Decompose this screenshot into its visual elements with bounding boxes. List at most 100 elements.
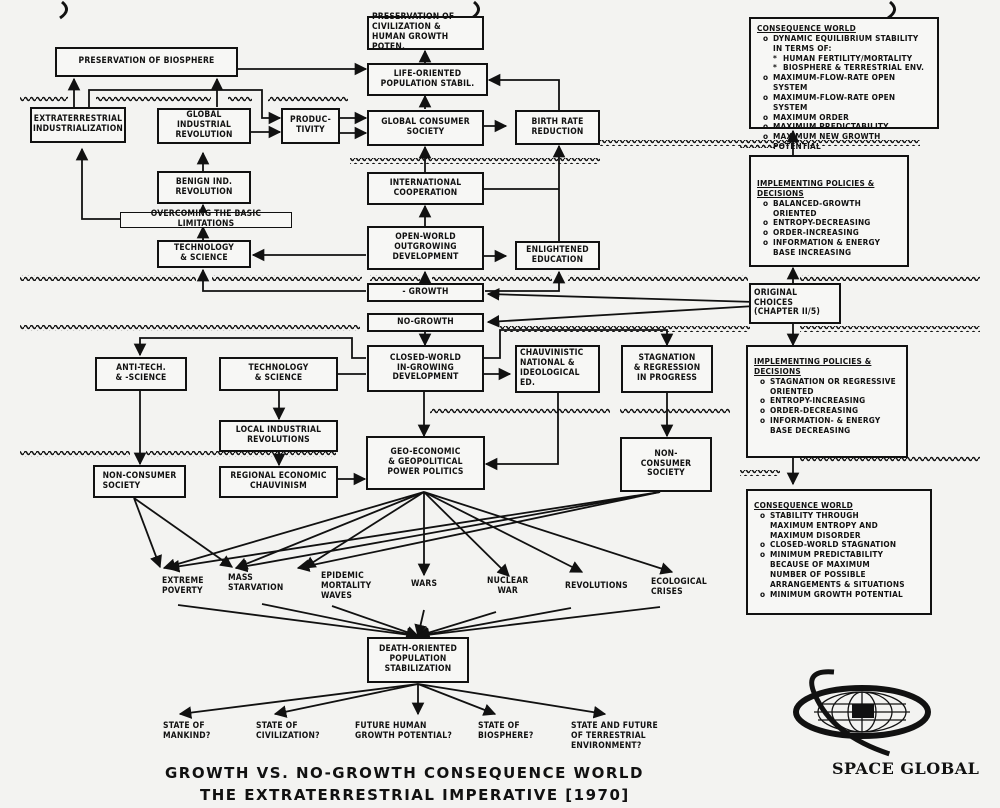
box-label: REGIONAL ECONOMIC CHAUVINISM bbox=[230, 471, 327, 491]
outcome-wars: WARS bbox=[411, 579, 438, 589]
box-life-oriented-population: LIFE-ORIENTED POPULATION STABIL. bbox=[367, 63, 488, 96]
box-birth-rate-reduction: BIRTH RATE REDUCTION bbox=[515, 110, 600, 145]
box-growth: - GROWTH bbox=[367, 283, 484, 302]
panel-list-item: ORDER-INCREASING bbox=[763, 227, 901, 238]
box-international-cooperation: INTERNATIONAL COOPERATION bbox=[367, 172, 484, 205]
box-local-industrial-revolutions: LOCAL INDUSTRIAL REVOLUTIONS bbox=[219, 420, 338, 452]
box-geo-economic-power-politics: GEO-ECONOMIC & GEOPOLITICAL POWER POLITI… bbox=[366, 436, 485, 490]
box-label: CLOSED-WORLD IN-GROWING DEVELOPMENT bbox=[389, 352, 462, 383]
panel-list-item: HUMAN FERTILITY/MORTALITY bbox=[763, 53, 931, 64]
connector-arrow bbox=[417, 683, 607, 719]
connector-arrow bbox=[416, 606, 661, 641]
box-label: GLOBAL CONSUMER SOCIETY bbox=[381, 117, 470, 137]
panel-title: IMPLEMENTING POLICIES & DECISIONS bbox=[757, 178, 875, 198]
box-label: ANTI-TECH. & -SCIENCE bbox=[115, 363, 167, 383]
box-label: OPEN-WORLD OUTGROWING DEVELOPMENT bbox=[392, 232, 459, 262]
panel-list-item: DYNAMIC EQUILIBRIUM STABILITY IN TERMS O… bbox=[763, 33, 931, 54]
outcome-epidemic-mortality: EPIDEMIC MORTALITY WAVES bbox=[321, 571, 372, 601]
panel-policies-growth: IMPLEMENTING POLICIES & DECISIONS BALANC… bbox=[749, 155, 909, 267]
question-future-human-growth: FUTURE HUMAN GROWTH POTENTIAL? bbox=[355, 721, 453, 741]
box-label: STAGNATION & REGRESSION IN PROGRESS bbox=[633, 353, 701, 383]
panel-list-item: INFORMATION- & ENERGY BASE DECREASING bbox=[760, 415, 900, 436]
box-non-consumer-society-right: NON- CONSUMER SOCIETY bbox=[620, 437, 712, 492]
connector-arrow bbox=[331, 605, 420, 639]
panel-list-item: MINIMUM PREDICTABILITY BECAUSE OF MAXIMU… bbox=[760, 549, 924, 589]
panel-list-item: STAGNATION OR REGRESSIVE ORIENTED bbox=[760, 376, 900, 397]
box-label: LIFE-ORIENTED POPULATION STABIL. bbox=[380, 68, 475, 89]
box-label: GEO-ECONOMIC & GEOPOLITICAL POWER POLITI… bbox=[387, 447, 464, 477]
connector-arrow bbox=[423, 491, 584, 573]
connector-arrow bbox=[261, 603, 420, 640]
connector-arrow bbox=[234, 491, 425, 570]
connector-arrow bbox=[162, 491, 425, 571]
panel-list-item: INFORMATION & ENERGY BASE INCREASING bbox=[763, 237, 901, 258]
panel-list: STABILITY THROUGH MAXIMUM ENTROPY AND MA… bbox=[754, 510, 924, 600]
connector-arrow bbox=[423, 491, 510, 577]
box-non-consumer-society-left: NON-CONSUMER SOCIETY bbox=[93, 465, 186, 498]
panel-list-item: MAXIMUM PREDICTABILITY bbox=[763, 122, 931, 133]
box-label: ENLIGHTENED EDUCATION bbox=[526, 244, 589, 265]
box-label: EXTRATERRESTRIAL INDUSTRIALIZATION bbox=[32, 114, 124, 134]
outcome-ecological-crises: ECOLOGICAL CRISES bbox=[651, 577, 707, 597]
box-no-growth: NO-GROWTH bbox=[367, 313, 484, 332]
connector-arrow bbox=[416, 607, 572, 641]
box-anti-tech-science: ANTI-TECH. & -SCIENCE bbox=[95, 357, 187, 391]
panel-list-item: MINIMUM GROWTH POTENTIAL bbox=[760, 589, 924, 600]
box-chauvinistic-education: CHAUVINISTIC NATIONAL & IDEOLOGICAL ED. bbox=[515, 345, 600, 393]
panel-list: BALANCED-GROWTH ORIENTEDENTROPY-DECREASI… bbox=[757, 198, 901, 258]
panel-list-item: MAXIMUM ORDER bbox=[763, 112, 931, 123]
box-global-industrial-revolution: GLOBAL INDUSTRIAL REVOLUTION bbox=[157, 108, 251, 144]
brand-name: SPACE GLOBAL bbox=[832, 759, 980, 778]
box-label: DEATH-ORIENTED POPULATION STABILIZATION bbox=[378, 644, 458, 674]
box-global-consumer-society: GLOBAL CONSUMER SOCIETY bbox=[367, 110, 484, 146]
outcome-mass-starvation: MASS STARVATION bbox=[228, 573, 284, 593]
question-state-of-civilization: STATE OF CIVILIZATION? bbox=[256, 721, 320, 741]
box-overcoming-basic-limitations: OVERCOMING THE BASIC LIMITATIONS bbox=[120, 209, 292, 229]
box-preservation-civilization: PRESERVATION OF CIVILIZATION & HUMAN GRO… bbox=[367, 12, 484, 52]
panel-title: CONSEQUENCE WORLD bbox=[757, 23, 856, 33]
box-label: TECHNOLOGY & SCIENCE bbox=[173, 243, 235, 263]
box-label: BIRTH RATE REDUCTION bbox=[531, 116, 584, 137]
connector-arrow bbox=[417, 683, 497, 716]
box-regional-economic-chauvinism: REGIONAL ECONOMIC CHAUVINISM bbox=[219, 466, 338, 498]
connector-arrow bbox=[423, 491, 674, 575]
box-preservation-biosphere: PRESERVATION OF BIOSPHERE bbox=[55, 47, 238, 77]
box-label: - GROWTH bbox=[402, 286, 449, 297]
box-label: PRODUC- TIVITY bbox=[290, 115, 331, 135]
panel-list-item: STABILITY THROUGH MAXIMUM ENTROPY AND MA… bbox=[760, 510, 924, 541]
box-label: CHAUVINISTIC NATIONAL & IDEOLOGICAL ED. bbox=[520, 348, 584, 388]
panel-list: STAGNATION OR REGRESSIVE ORIENTEDENTROPY… bbox=[754, 376, 900, 436]
globe-orbit-logo-icon bbox=[793, 669, 931, 757]
panel-title: IMPLEMENTING POLICIES & DECISIONS bbox=[754, 356, 872, 376]
bracket-mark bbox=[59, 0, 68, 20]
box-label: NON- CONSUMER SOCIETY bbox=[640, 448, 692, 479]
box-technology-science-nogrowth: TECHNOLOGY & SCIENCE bbox=[219, 357, 338, 391]
panel-consequence-world-nogrowth: CONSEQUENCE WORLD STABILITY THROUGH MAXI… bbox=[746, 489, 932, 615]
wavy-separators bbox=[20, 96, 980, 476]
box-benign-industrial-revolution: BENIGN IND. REVOLUTION bbox=[157, 171, 251, 204]
connector-arrow bbox=[178, 683, 419, 719]
box-stagnation-regression: STAGNATION & REGRESSION IN PROGRESS bbox=[621, 345, 713, 393]
panel-list-item: ORDER-DECREASING bbox=[760, 405, 900, 416]
connector-arrow bbox=[416, 611, 497, 639]
box-label: TECHNOLOGY & SCIENCE bbox=[248, 363, 309, 383]
diagram-title-line1: GROWTH VS. NO-GROWTH CONSEQUENCE WORLD bbox=[165, 764, 644, 782]
connector-arrow bbox=[414, 609, 427, 638]
panel-list-item: ENTROPY-INCREASING bbox=[760, 396, 900, 407]
outcome-revolutions: REVOLUTIONS bbox=[565, 581, 628, 591]
box-label: PRESERVATION OF BIOSPHERE bbox=[78, 56, 215, 67]
question-terrestrial-environment: STATE AND FUTURE OF TERRESTRIAL ENVIRONM… bbox=[571, 721, 658, 751]
box-label: OVERCOMING THE BASIC LIMITATIONS bbox=[150, 209, 262, 229]
panel-list-item: BALANCED-GROWTH ORIENTED bbox=[763, 198, 901, 219]
outcome-extreme-poverty: EXTREME POVERTY bbox=[162, 576, 204, 596]
box-productivity: PRODUC- TIVITY bbox=[281, 108, 340, 144]
box-label: LOCAL INDUSTRIAL REVOLUTIONS bbox=[235, 425, 322, 445]
box-original-choices: ORIGINAL CHOICES (CHAPTER II/5) bbox=[749, 283, 841, 324]
panel-consequence-world-growth: CONSEQUENCE WORLD DYNAMIC EQUILIBRIUM ST… bbox=[749, 17, 939, 151]
box-label: PRESERVATION OF CIVILIZATION & HUMAN GRO… bbox=[372, 12, 455, 52]
connector-arrow bbox=[177, 604, 420, 641]
bracket-mark bbox=[887, 0, 896, 20]
box-death-oriented-stabilization: DEATH-ORIENTED POPULATION STABILIZATION bbox=[367, 637, 469, 683]
panel-list-item: BIOSPHERE & TERRESTRIAL ENV. bbox=[763, 63, 931, 74]
panel-title: CONSEQUENCE WORLD bbox=[754, 500, 853, 510]
